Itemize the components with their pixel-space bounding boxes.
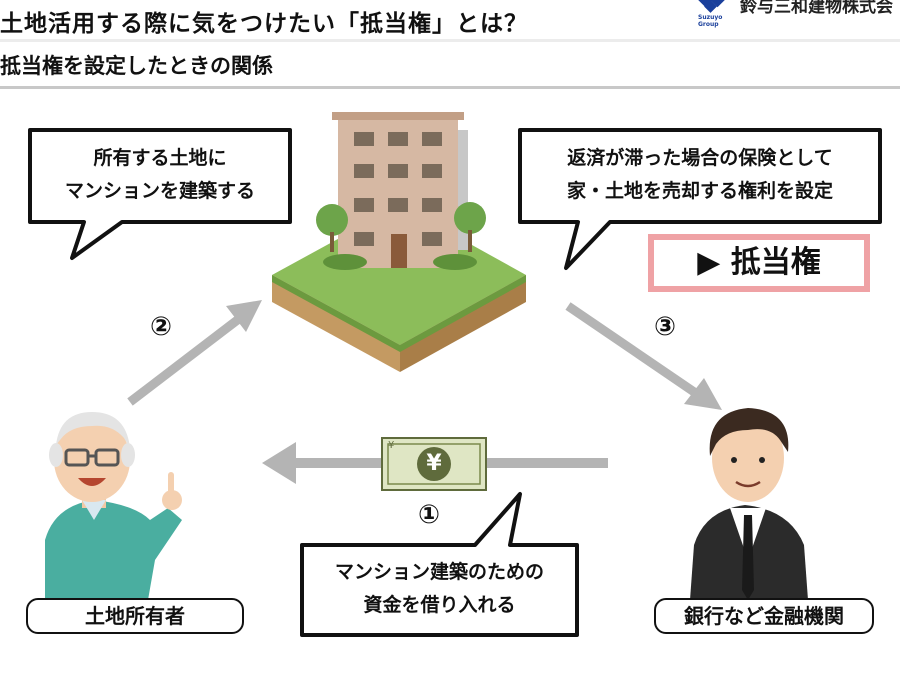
mortgage-highlight-label: ▶ 抵当権 — [648, 234, 870, 292]
loan-bubble-line-2: 資金を借り入れる — [363, 594, 516, 616]
banknote-icon — [381, 437, 487, 491]
owner-bubble-text: 所有する土地に マンションを建築する — [30, 142, 290, 208]
landowner-illustration — [45, 412, 182, 600]
logo-mark-icon — [697, 0, 726, 13]
bank-speech-bubble — [518, 128, 882, 270]
company-logo — [696, 0, 740, 36]
bank-label: 銀行など金融機関 — [654, 598, 874, 634]
loan-bubble-line-1: マンション建築のための — [334, 561, 544, 583]
loan-bubble-text: マンション建築のための 資金を借り入れる — [302, 556, 577, 622]
section-divider — [0, 86, 900, 89]
step-number-2: ② — [150, 312, 173, 342]
logo-subtext: Suzuyo Group — [698, 14, 723, 28]
section-title: 抵当権を設定したときの関係 — [0, 54, 273, 78]
bank-bubble-line-2: 家・土地を売却する権利を設定 — [566, 180, 833, 202]
arrow-building-to-bank — [565, 302, 722, 410]
owner-bubble-line-1: 所有する土地に — [93, 147, 227, 169]
bank-bubble-line-1: 返済が滞った場合の保険として — [567, 147, 833, 169]
owner-speech-bubble — [28, 128, 292, 260]
step-number-3: ③ — [654, 312, 677, 342]
loan-speech-bubble — [300, 492, 579, 637]
owner-bubble-line-2: マンションを建築する — [64, 180, 255, 202]
bank-bubble-text: 返済が滞った場合の保険として 家・土地を売却する権利を設定 — [520, 142, 880, 208]
apartment-building-illustration — [272, 112, 526, 372]
step-number-1: ① — [418, 500, 441, 530]
page-title: 土地活用する際に気をつけたい「抵当権」とは？ — [0, 11, 528, 37]
banker-illustration — [690, 408, 808, 600]
header-divider — [0, 39, 900, 42]
banknote-corner-symbol: ¥ — [388, 440, 395, 451]
banknote-yen-symbol: ¥ — [426, 451, 442, 476]
arrow-owner-to-building — [127, 300, 262, 406]
landowner-label: 土地所有者 — [26, 598, 244, 634]
company-name: 鈴与三和建物株式会 — [740, 0, 893, 17]
